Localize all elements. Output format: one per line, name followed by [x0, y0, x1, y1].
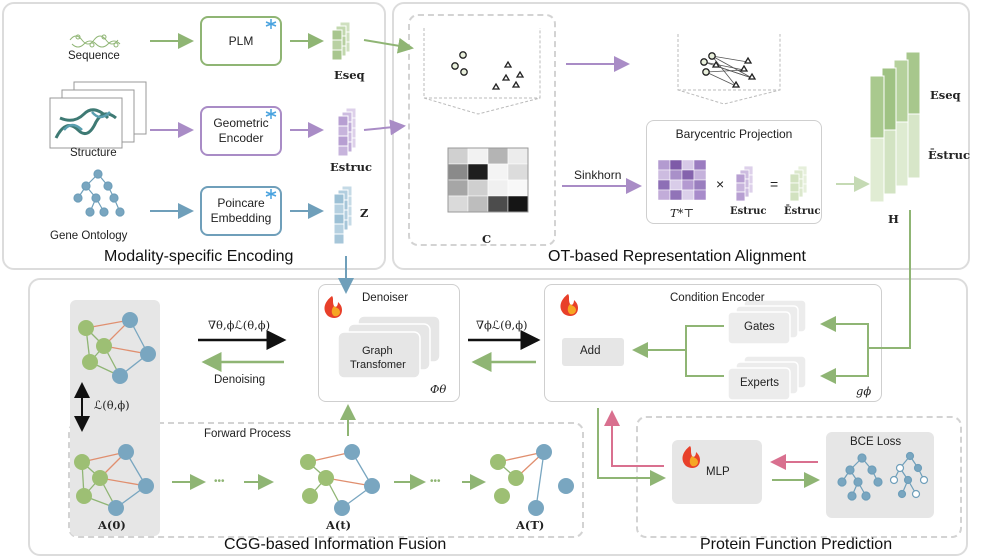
graph-aT [490, 444, 574, 516]
sequence-icon [69, 34, 121, 48]
aT-label: A(T) [516, 518, 545, 532]
h-embedding [869, 51, 921, 203]
estruc-bar-small-label: Ēstruc [784, 206, 821, 217]
graph-a0 [74, 444, 154, 516]
graph-transformer-stack [337, 315, 441, 379]
arrow-estruc-to-ot [363, 119, 406, 136]
encoding-title: Modality-specific Encoding [104, 248, 294, 265]
frozen-icon [265, 19, 277, 199]
loss-label: ℒ(θ,ϕ) [94, 398, 130, 412]
sequence-points [451, 51, 468, 76]
geometric-label-1: Geometric [213, 116, 269, 130]
structure-icon [49, 81, 147, 149]
at-label: A(t) [326, 518, 352, 532]
transport-matrix [657, 159, 707, 201]
z-label: Z [360, 206, 369, 220]
gates-label: Gates [744, 321, 775, 333]
sequence-label: Sequence [68, 50, 120, 62]
flame-icon [560, 294, 578, 316]
g-phi-label: gϕ [856, 384, 872, 398]
gene-ontology-icon [73, 169, 125, 217]
plm-label: PLM [228, 33, 254, 48]
estruc-bar-small [789, 165, 808, 202]
arrow-h-to-gates [820, 316, 869, 348]
poincare-label-1: Poincare [217, 196, 265, 210]
arrow-h-to-condition [868, 210, 911, 349]
cost-matrix-border [447, 147, 529, 213]
h-seq-label: Eseq [930, 88, 961, 102]
sinkhorn-label: Sinkhorn [574, 168, 622, 182]
geometric-label-2: Encoder [218, 131, 264, 145]
embedding-space-3d [423, 28, 541, 115]
aligned-points [700, 52, 757, 88]
estruc-small [735, 165, 754, 202]
graph-at [300, 444, 380, 516]
graph-transformer-line2: Transfomer [350, 359, 406, 371]
arrow-merge-to-add [634, 325, 724, 377]
transport-label: T*⊤ [670, 206, 695, 220]
grad-phi-label: ∇ϕℒ(θ,ϕ) [476, 318, 528, 332]
structure-label: Structure [70, 147, 117, 159]
poincare-label-2: Embedding [210, 211, 272, 225]
embedding-space-dashed-box [408, 14, 556, 246]
gates-stack [727, 299, 807, 345]
times-sign: × [716, 176, 725, 192]
grad-theta-phi-label: ∇θ,ϕℒ(θ,ϕ) [208, 318, 271, 332]
cost-matrix [447, 147, 529, 213]
a0-label: A(0) [98, 518, 126, 532]
arrow-eseq-to-ot [363, 37, 414, 54]
dots-1: ••• [214, 476, 225, 487]
denoiser-title: Denoiser [362, 292, 409, 304]
phi-theta-label: Φθ [430, 382, 447, 396]
bce-tree-icon [837, 453, 883, 501]
dots-2: ••• [430, 476, 441, 487]
estruc-embedding [337, 107, 357, 157]
transport-lines [703, 55, 753, 87]
cost-matrix-label: C [482, 232, 492, 246]
aligned-space-3d [677, 34, 781, 105]
bce-loss-background [826, 432, 934, 518]
equals-sign: = [770, 176, 779, 192]
flame-icon [324, 296, 342, 318]
h-struc-label: Ēstruc [928, 148, 970, 162]
estruc-label: Estruc [330, 160, 372, 174]
graph-top [78, 312, 156, 384]
gene-ontology-label: Gene Ontology [50, 230, 128, 242]
flame-icon [682, 446, 700, 468]
arrow-condition-to-mlp [597, 408, 666, 486]
mlp-label: MLP [706, 466, 730, 478]
add-label: Add [580, 345, 601, 357]
fusion-title: CGG-based Information Fusion [224, 536, 447, 553]
projection-title: Barycentric Projection [675, 127, 793, 141]
estruc-small-label: Estruc [730, 206, 767, 217]
bce-tree-target-icon [889, 451, 929, 499]
add-box [562, 338, 624, 366]
condition-encoder-title: Condition Encoder [670, 292, 765, 304]
structure-points [491, 60, 525, 90]
forward-process-dashed-box [68, 422, 584, 538]
arrow-h-to-experts [820, 348, 869, 384]
eseq-label: Eseq [334, 68, 365, 82]
bce-loss-label: BCE Loss [850, 436, 902, 448]
forward-process-label: Forward Process [204, 428, 291, 440]
eseq-embedding [331, 21, 351, 61]
prediction-title: Protein Function Prediction [700, 536, 893, 553]
arrow-mlp-feedback [604, 410, 664, 467]
z-embedding [333, 185, 353, 245]
plm-box: PLM [200, 16, 282, 66]
alignment-title: OT-based Representation Alignment [548, 248, 806, 265]
experts-label: Experts [740, 377, 779, 389]
experts-stack [727, 355, 807, 401]
h-label: H [888, 212, 899, 226]
denoising-label: Denoising [214, 374, 266, 386]
graph-transformer-line1: Graph [362, 345, 393, 357]
